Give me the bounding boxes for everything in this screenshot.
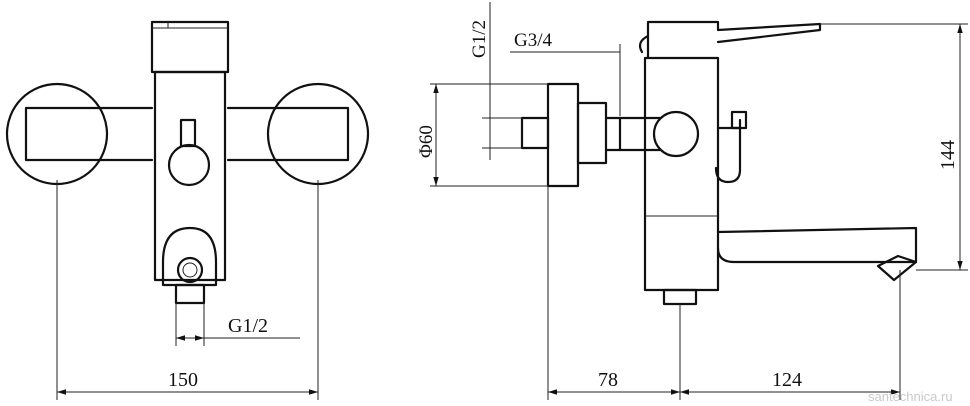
height-label: 144: [937, 140, 959, 170]
inlet-thread-label: G1/2: [228, 315, 268, 337]
spout-label: 124: [772, 369, 802, 391]
cartridge-cap: [150, 20, 230, 74]
side-view: G1/2 G3/4 Φ60 144 78 124: [416, 2, 968, 400]
outlet-nipple: [174, 283, 206, 305]
left-wall-flange: [5, 82, 109, 186]
right-arm: [226, 106, 350, 162]
diverter-knob: [167, 143, 211, 187]
side-body: [643, 56, 720, 292]
width-label: 150: [168, 369, 198, 391]
right-wall-flange: [266, 82, 370, 186]
eccentric-nut: [576, 101, 608, 165]
side-wall-flange: [546, 82, 580, 188]
left-arm: [24, 106, 154, 162]
mixer-body: [153, 70, 227, 282]
lever: [179, 118, 197, 148]
side-lever: [646, 20, 822, 60]
front-view: G1/2 150: [5, 20, 370, 400]
diameter-label: Φ60: [416, 125, 437, 158]
side-thread-label-g34: G3/4: [514, 30, 553, 51]
spout-front: [161, 226, 218, 287]
side-spout: [716, 226, 918, 264]
side-thread-label-top: G1/2: [469, 20, 490, 58]
depth-label: 78: [598, 369, 618, 391]
watermark: santechnica.ru: [868, 389, 953, 404]
